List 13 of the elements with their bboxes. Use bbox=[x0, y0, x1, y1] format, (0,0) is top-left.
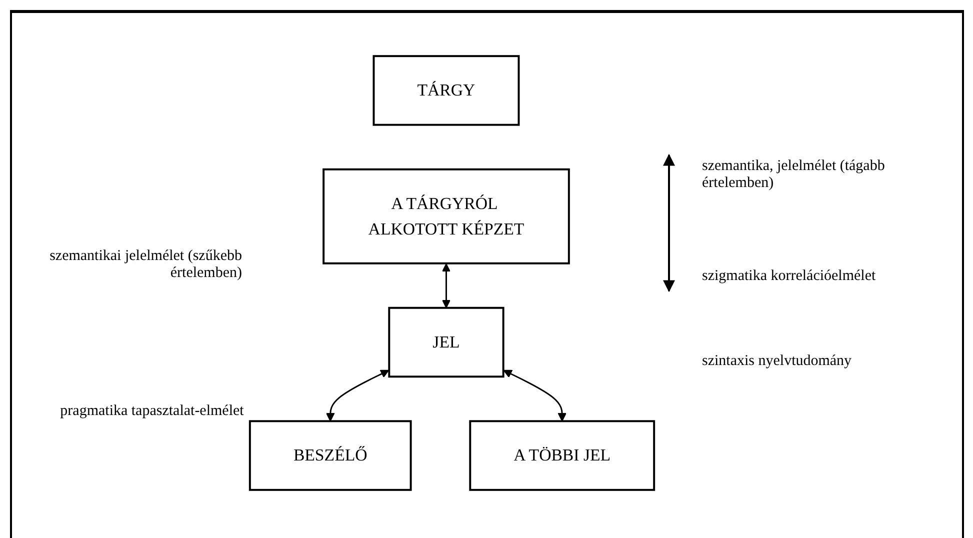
arrow bbox=[503, 370, 566, 422]
arrow bbox=[326, 370, 390, 422]
node-box: A TÖBBI JEL bbox=[469, 420, 656, 491]
annotation-text: szemantikai jelelmélet (szűkebb értelemben) bbox=[48, 248, 242, 282]
node-box: TÁRGY bbox=[372, 55, 520, 126]
annotation-text: szintaxis nyelvtudomány bbox=[702, 353, 853, 370]
node-box: BESZÉLŐ bbox=[248, 420, 412, 491]
annotation-text: pragmatika tapasztalat-elmélet bbox=[59, 403, 245, 420]
node-box: JEL bbox=[388, 306, 504, 378]
annotation-text: szemantika, jelelmélet (tágabb értelemben) bbox=[702, 158, 886, 192]
node-box: A TÁRGYRÓL ALKOTOTT KÉPZET bbox=[322, 168, 570, 264]
annotation-text: szigmatika korrelációelmélet bbox=[702, 268, 877, 285]
arrow bbox=[442, 263, 451, 308]
